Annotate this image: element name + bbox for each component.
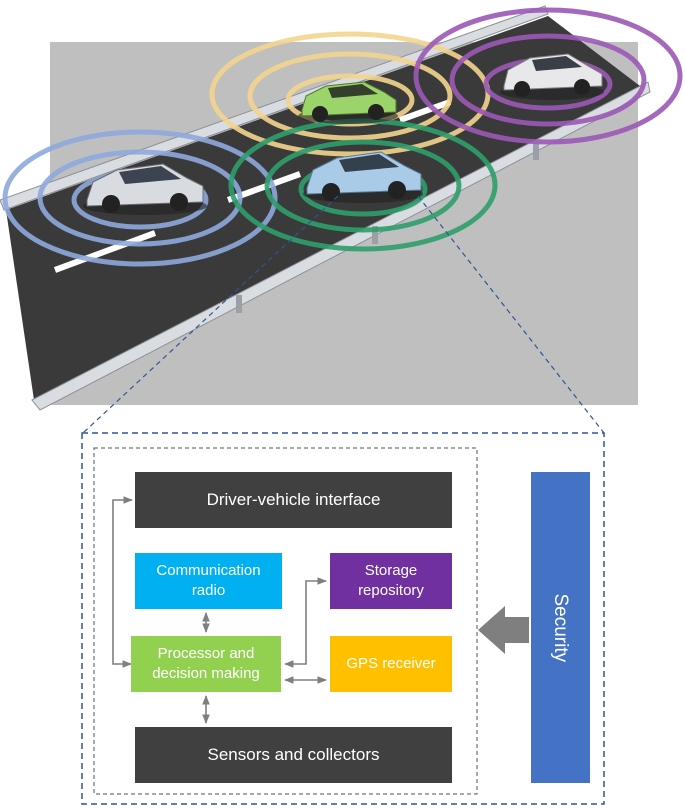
storage-repository-block: Storage repository — [330, 553, 452, 609]
onboard-unit-boundary — [93, 447, 478, 795]
car-green-center — [298, 81, 398, 124]
security-block: Security — [531, 472, 590, 783]
car-white-right — [500, 53, 604, 100]
security-arrow — [478, 606, 529, 654]
security-label: Security — [550, 593, 572, 662]
rail-post — [236, 295, 242, 313]
car-blue-center — [303, 151, 423, 203]
upper-guard-rail — [0, 5, 549, 211]
sensors-collectors-block: Sensors and collectors — [135, 727, 452, 783]
rail-post — [533, 144, 539, 160]
communication-radio-block: Communication radio — [135, 553, 282, 609]
zoom-callout-lines — [82, 195, 605, 434]
driver-vehicle-interface-block: Driver-vehicle interface — [135, 472, 452, 528]
rail-post — [372, 226, 378, 244]
connector-arrows — [112, 496, 327, 724]
car-white-left — [83, 163, 207, 215]
gps-receiver-block: GPS receiver — [330, 636, 452, 692]
processor-decision-block: Processor and decision making — [131, 636, 281, 692]
